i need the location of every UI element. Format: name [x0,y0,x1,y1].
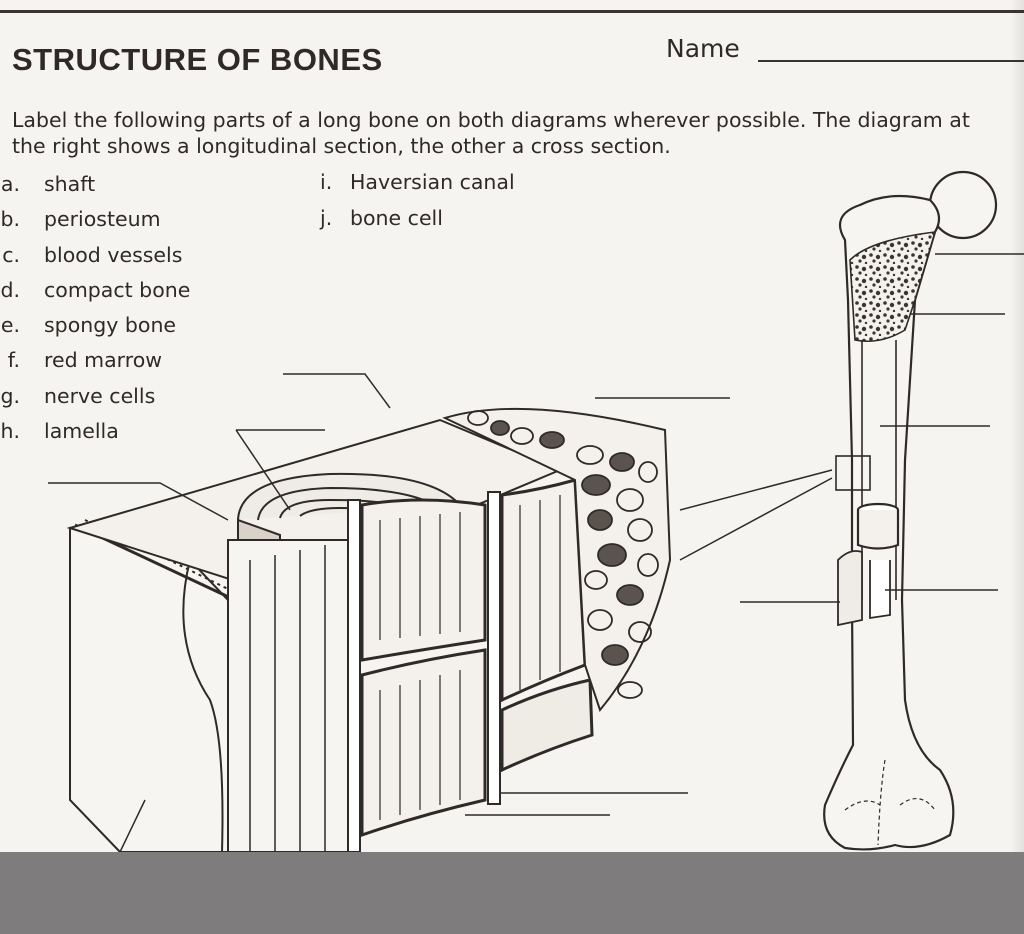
term-j: j.bone cell [320,206,443,230]
label-line-1 [48,482,229,521]
term-d: d.compact bone [0,278,191,302]
term-c: c.blood vessels [2,243,183,267]
spongy-bone-pores [467,410,659,699]
section-cylinder [856,510,900,550]
lower-epiphysis-detail [844,759,936,846]
section-sleeve [837,550,863,627]
cross-section-diagram [48,373,833,852]
compact-block-lower [360,648,487,838]
instructions: Label the following parts of a long bone… [12,108,970,158]
name-blank-line[interactable] [758,60,1024,62]
label-line-10 [119,799,146,852]
cross-section-label-lines [48,373,833,852]
term-b: b.periosteum [0,207,161,231]
label-line-6 [679,469,833,511]
worksheet-title: STRUCTURE OF BONES [12,42,383,77]
term-a: a.shaft [0,172,96,196]
term-i: i.Haversian canal [320,170,515,194]
label-line-4 [283,373,391,409]
compact-block-upper [360,498,487,662]
top-rule [0,10,1024,13]
label-line-3 [235,429,291,511]
longitudinal-diagram [740,170,1024,851]
compact-block-right-lower [500,678,594,773]
bone-diagrams [48,170,1024,852]
term-g: g.nerve cells [0,384,156,408]
compact-bone-front [227,539,349,852]
term-h: h.lamella [0,419,119,443]
spongy-bone-region [442,407,672,713]
lamella-hatching [379,495,561,820]
term-f: f.red marrow [7,348,163,372]
haversian-canal-2 [487,491,501,805]
section-core [869,560,891,620]
periosteum-curve [182,559,224,852]
lamella-1 [257,486,441,521]
name-label: Name [666,34,740,63]
femur-head [928,170,998,240]
inset-box [835,455,871,491]
compact-block-right-upper [500,478,587,703]
spongy-bone-upper [849,231,937,343]
scanner-bottom-bar [0,852,1024,934]
term-e: e.spongy bone [0,313,177,337]
osteocyte-marks [249,545,326,852]
longitudinal-label-lines [740,253,1024,603]
label-line-7 [679,477,833,561]
haversian-canal-1 [347,499,361,852]
page-edge-shadow [1010,0,1024,852]
